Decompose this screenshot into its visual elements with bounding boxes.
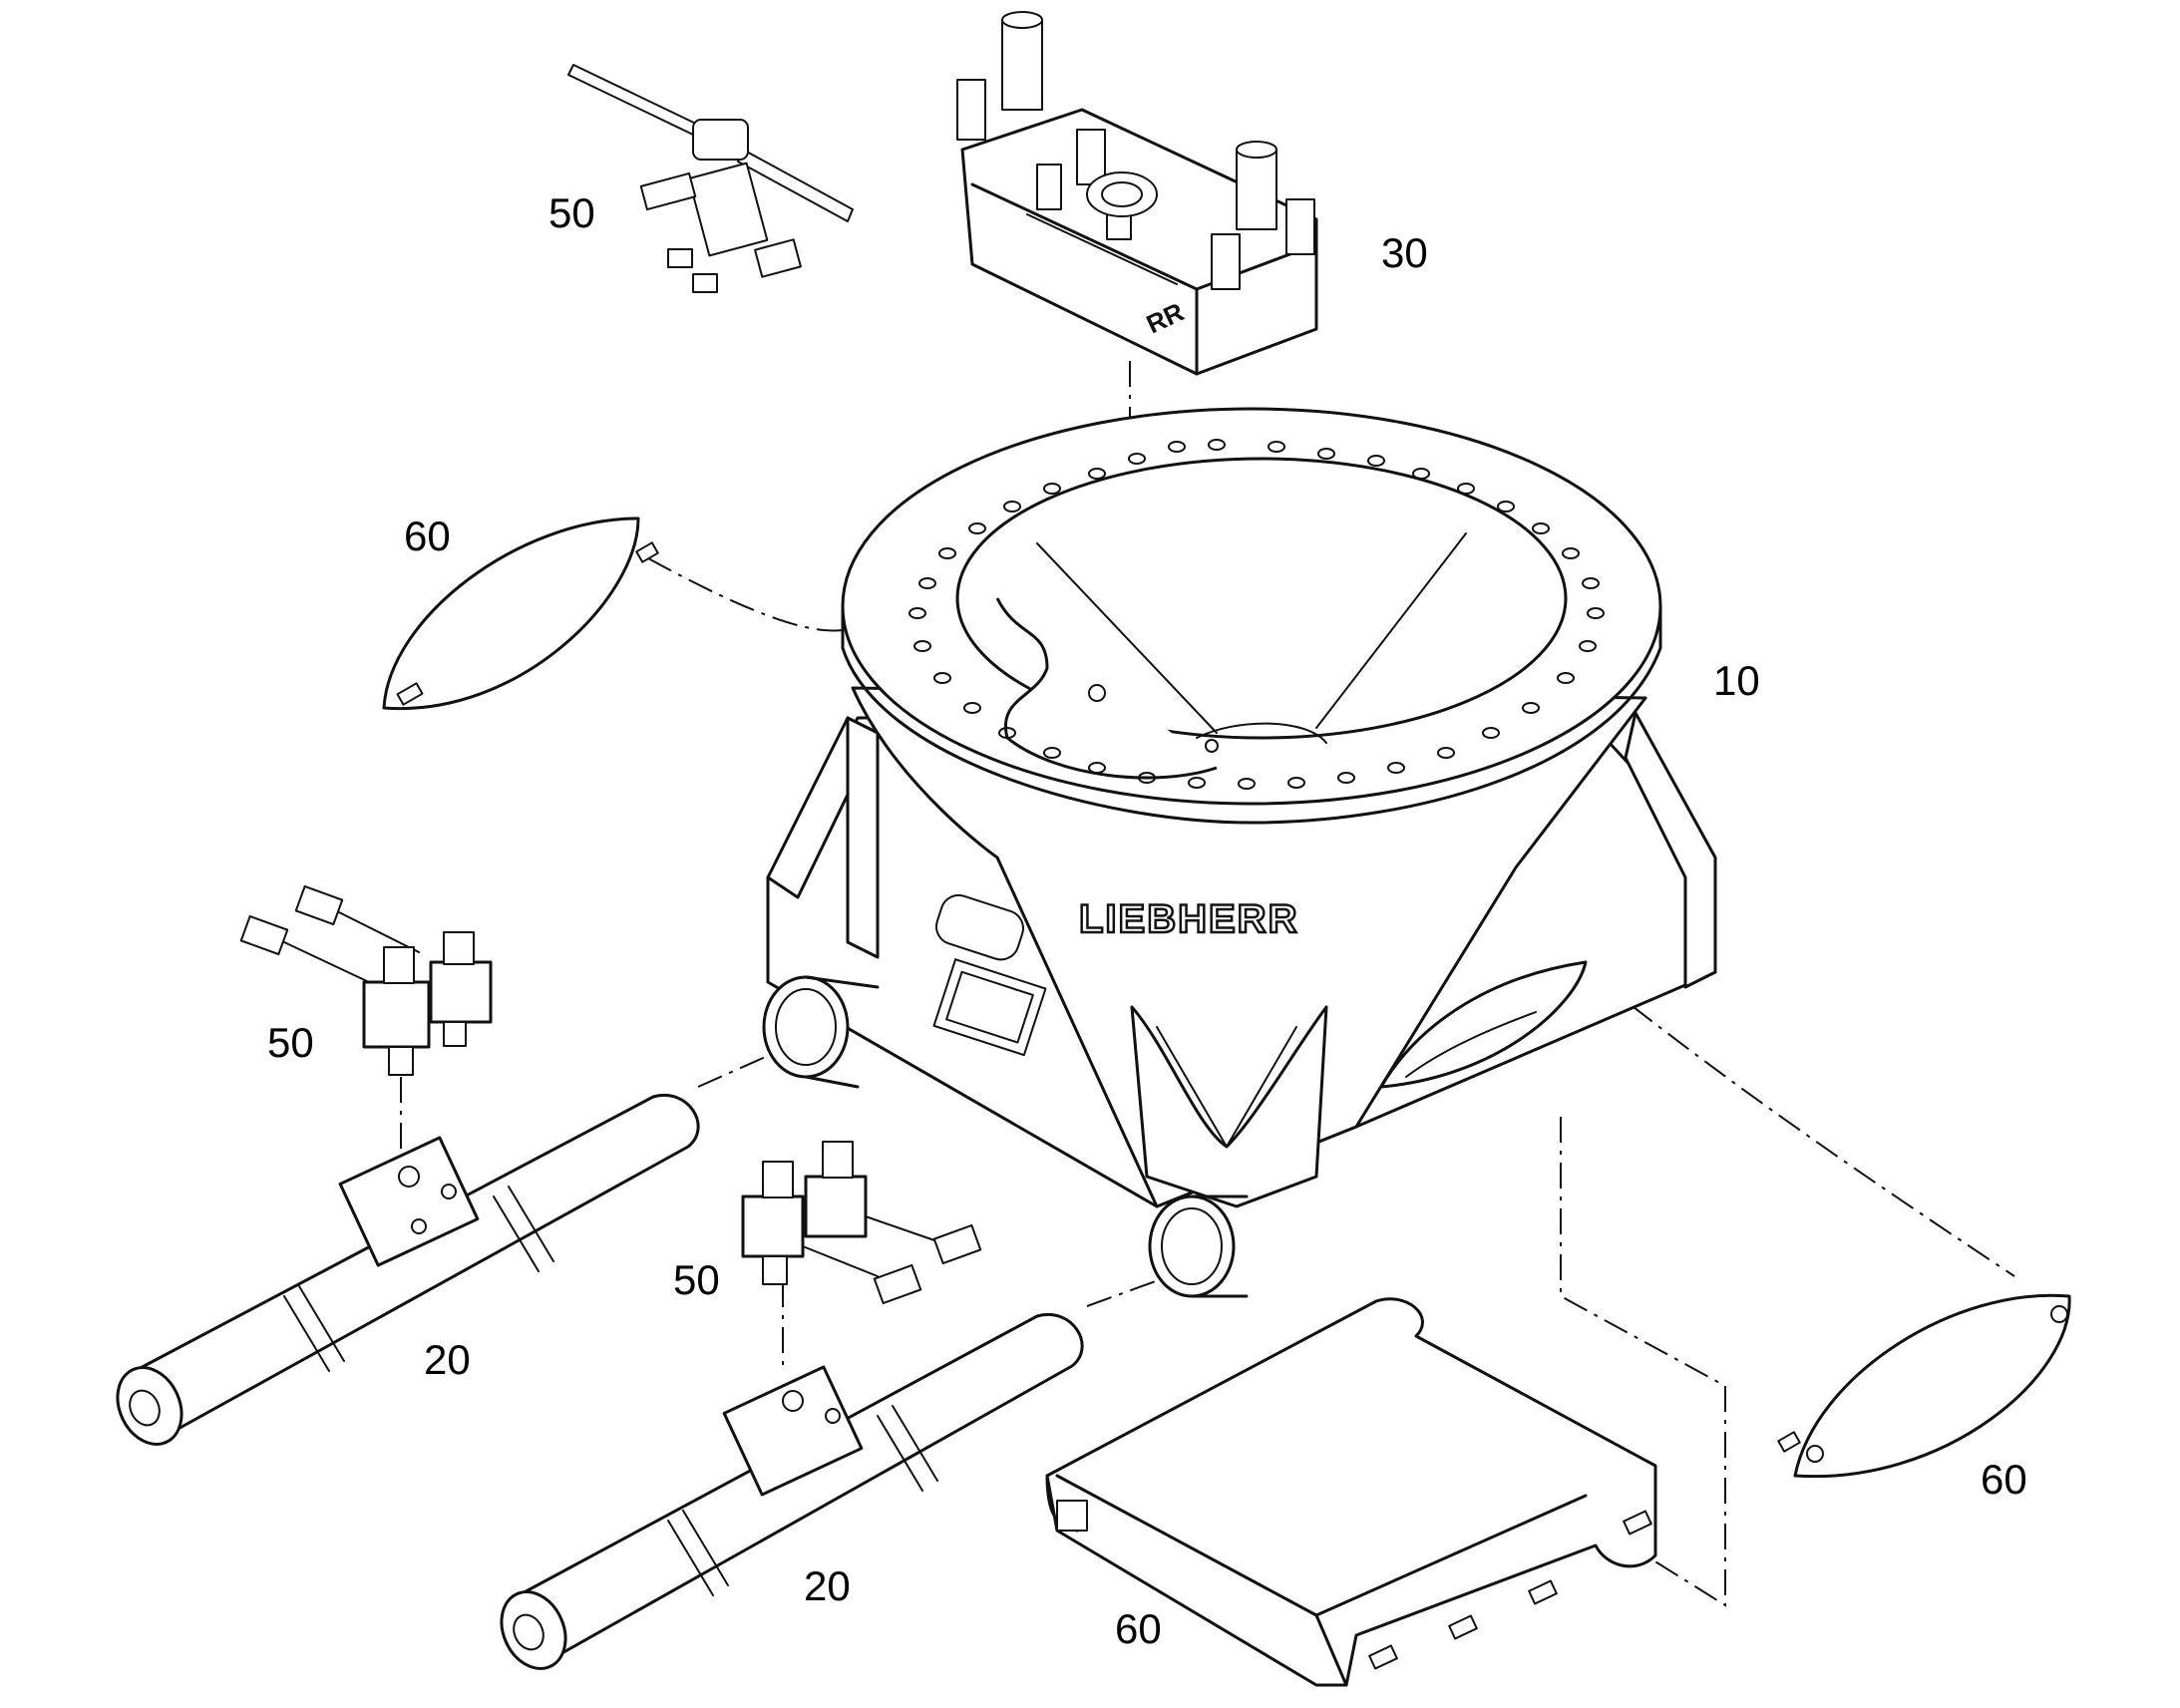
part-60-oval-cover-left [382, 516, 659, 711]
part-50-solenoid-pair-left [239, 884, 493, 1076]
callout-50-tee: 50 [548, 189, 595, 236]
part-30-valve-block: RR [956, 11, 1318, 376]
part-50-solenoid-pair-middle [741, 1141, 982, 1305]
part-60-guard-plate [1045, 1297, 1657, 1687]
callout-20-upper: 20 [424, 1336, 471, 1383]
callout-10: 10 [1713, 657, 1760, 704]
callout-60-guard: 60 [1115, 1605, 1162, 1652]
pin-bore-front [1148, 1195, 1249, 1298]
part-20-cylinder-upper [116, 1093, 700, 1446]
part-10-turntable-housing: LIEBHERR [762, 407, 1717, 1298]
callout-50-left: 50 [267, 1019, 314, 1066]
callout-20-lower: 20 [804, 1562, 851, 1609]
callout-30: 30 [1381, 229, 1428, 276]
part-60-oval-cover-right [1777, 1293, 2071, 1479]
callout-60-right: 60 [1981, 1456, 2027, 1503]
callout-60-left: 60 [404, 512, 451, 559]
callout-labels: 10 30 50 60 50 50 20 20 60 60 [267, 189, 2027, 1652]
ring-bolt-holes [908, 439, 1605, 790]
part-50-tee-valve [567, 64, 854, 293]
callout-50-middle: 50 [673, 1256, 720, 1303]
pin-bore-left [762, 975, 880, 1089]
part-20-cylinder-lower [500, 1312, 1084, 1670]
brand-logo: LIEBHERR [1079, 897, 1298, 941]
